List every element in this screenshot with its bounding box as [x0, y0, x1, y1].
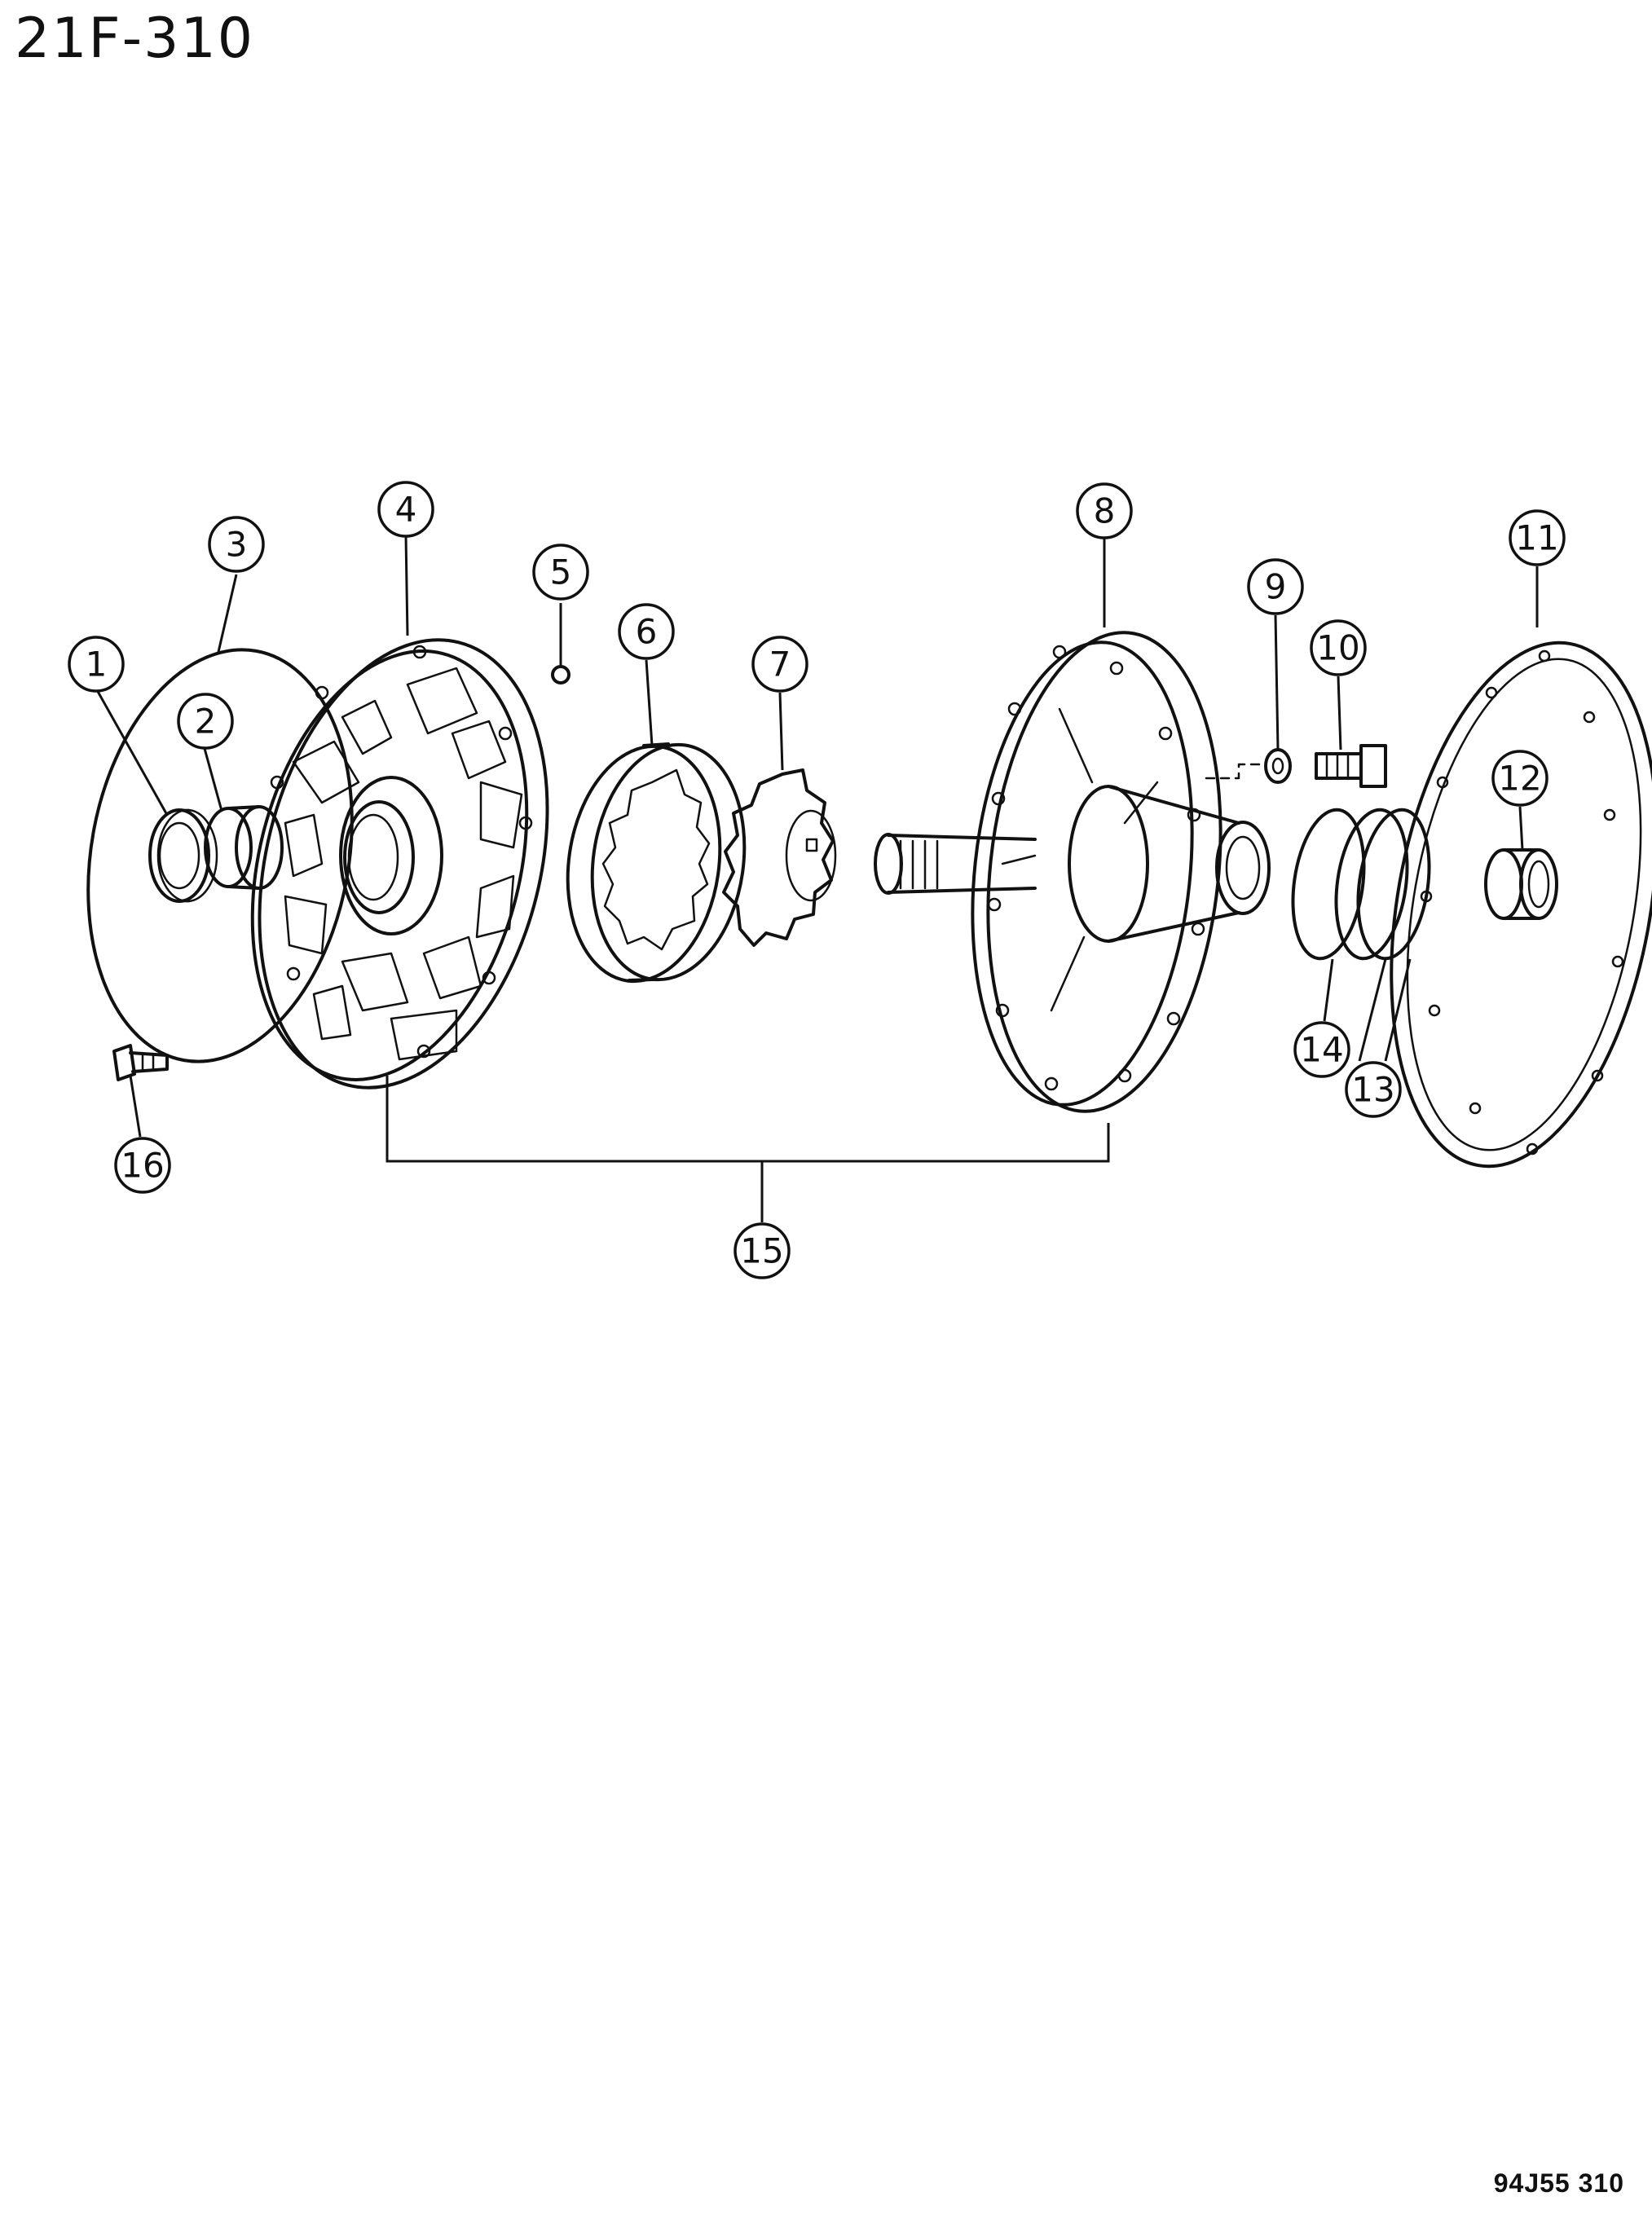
svg-text:3: 3 [226, 525, 248, 565]
callout-5: 5 [532, 544, 589, 601]
callout-10: 10 [1310, 619, 1367, 676]
part-10-bolt [1315, 744, 1387, 788]
page-code: 21F-310 [15, 7, 254, 71]
svg-text:11: 11 [1515, 518, 1558, 558]
svg-text:13: 13 [1351, 1070, 1394, 1110]
callout-7: 7 [751, 636, 808, 693]
svg-text:6: 6 [636, 612, 658, 652]
svg-text:14: 14 [1300, 1030, 1343, 1070]
svg-text:1: 1 [86, 645, 108, 685]
part-4-pump-plate [250, 638, 549, 1089]
callout-8: 8 [1076, 482, 1133, 539]
part-7-inner-gear [722, 768, 837, 947]
leader-lines [95, 535, 1539, 1222]
part-16-screw [112, 1044, 169, 1081]
figure-code: 94J55 310 [1493, 2168, 1624, 2198]
callout-3: 3 [208, 516, 265, 573]
part-11-gasket [1390, 640, 1652, 1169]
svg-text:2: 2 [195, 702, 217, 742]
part-5-ball [551, 665, 570, 685]
callout-16: 16 [114, 1137, 171, 1194]
svg-text:16: 16 [121, 1146, 164, 1186]
callout-11: 11 [1509, 509, 1566, 566]
svg-text:5: 5 [550, 552, 572, 592]
svg-text:8: 8 [1094, 491, 1116, 531]
svg-text:4: 4 [395, 490, 417, 530]
svg-text:9: 9 [1265, 567, 1287, 607]
part-8-pump-body [874, 631, 1271, 1113]
callout-9: 9 [1247, 558, 1304, 615]
svg-text:15: 15 [740, 1231, 783, 1271]
part-13-seal-rings [1334, 808, 1431, 961]
part-6-outer-gear [566, 742, 747, 984]
svg-text:7: 7 [769, 645, 791, 685]
callout-12: 12 [1491, 750, 1548, 807]
callout-1: 1 [68, 636, 125, 693]
callout-14: 14 [1293, 1021, 1350, 1078]
callout-6: 6 [618, 603, 675, 660]
part-14-seal-ring [1291, 808, 1366, 961]
svg-text:10: 10 [1316, 628, 1359, 668]
callout-15: 15 [733, 1222, 791, 1279]
part-12-bushing [1484, 848, 1558, 920]
callout-13: 13 [1345, 1061, 1402, 1118]
svg-text:12: 12 [1498, 759, 1541, 799]
part-1-seal [148, 808, 218, 903]
callout-4: 4 [377, 481, 434, 538]
callout-2: 2 [177, 693, 234, 750]
